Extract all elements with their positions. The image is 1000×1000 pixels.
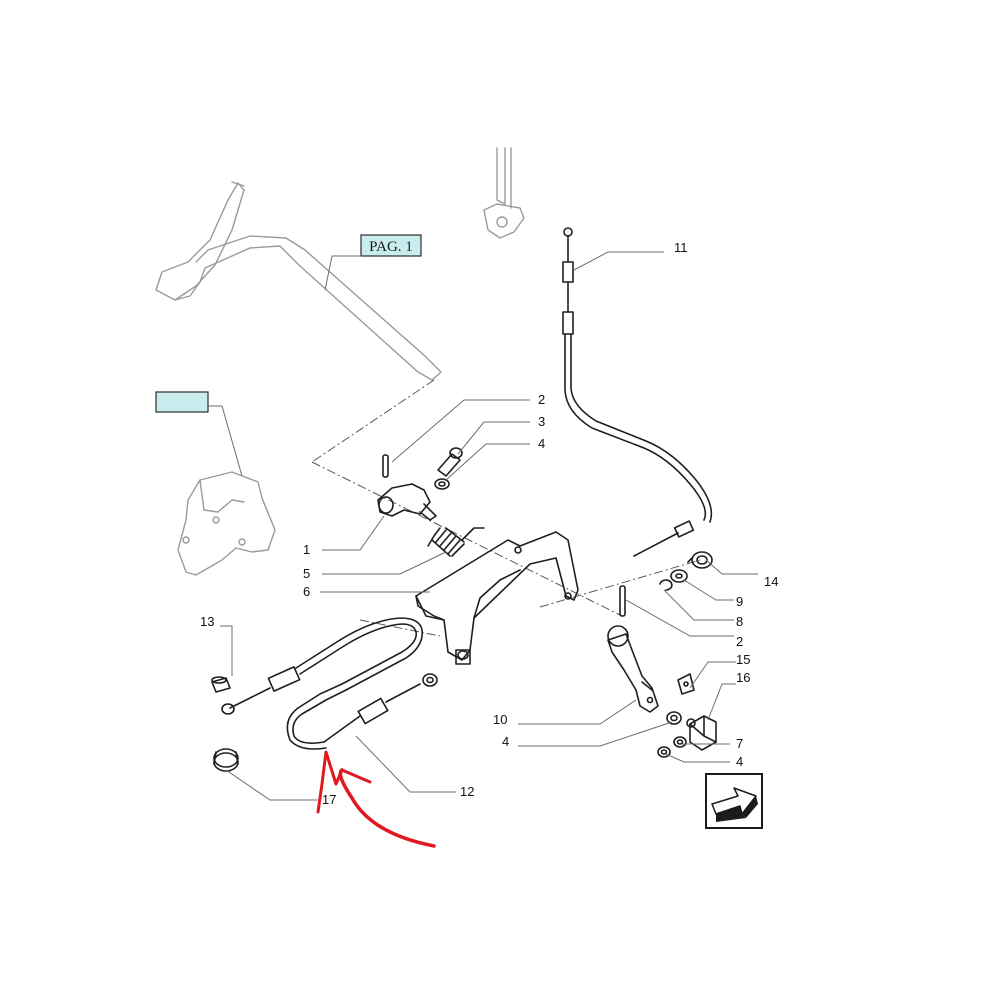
callout-10[interactable]: 10	[493, 712, 507, 727]
callout-4-middle[interactable]: 4	[502, 734, 509, 749]
part-2-pin-upper[interactable]	[382, 454, 389, 478]
page-ref-leader	[324, 255, 361, 291]
red-highlight-arrow	[316, 750, 436, 848]
part-2-pin-lower[interactable]	[619, 585, 626, 617]
part-10-lever[interactable]	[607, 625, 659, 713]
callout-5[interactable]: 5	[303, 566, 310, 581]
callout-4-lower[interactable]: 4	[736, 754, 743, 769]
part-5-spring[interactable]	[427, 527, 485, 557]
callout-12[interactable]: 12	[460, 784, 474, 799]
page-ref-tag[interactable]: PAG. 1	[360, 234, 422, 257]
part-4-nut-middle[interactable]	[666, 711, 682, 725]
part-3-bolt[interactable]	[437, 447, 463, 477]
context-lever-ghost	[483, 147, 525, 239]
part-1-lever[interactable]	[377, 483, 437, 521]
part-15-clip[interactable]	[677, 673, 695, 695]
part-13-sleeve[interactable]	[211, 676, 231, 693]
page-ref-label: PAG. 1	[369, 239, 413, 255]
callout-14[interactable]: 14	[764, 574, 778, 589]
part-7-washer[interactable]	[673, 736, 687, 748]
part-6-bracket[interactable]	[415, 531, 579, 665]
next-page-arrow-icon[interactable]	[705, 773, 763, 829]
callout-15[interactable]: 15	[736, 652, 750, 667]
part-4-nut-upper[interactable]	[434, 478, 450, 490]
callout-3[interactable]: 3	[538, 414, 545, 429]
callout-numbers: 11 2 3 4 1 5 6 14 9 8 2 15 16 10 4 7 4 1…	[200, 240, 778, 807]
part-17-hose-clamp[interactable]	[213, 748, 239, 772]
context-shaft-ghost	[155, 181, 442, 381]
part-9-washer[interactable]	[670, 569, 688, 583]
part-12-throttle-cable[interactable]	[221, 617, 438, 750]
callout-16[interactable]: 16	[736, 670, 750, 685]
assembly-lines	[311, 379, 701, 637]
callout-6[interactable]: 6	[303, 584, 310, 599]
blank-ref-tag[interactable]	[155, 391, 209, 413]
callout-2-upper[interactable]: 2	[538, 392, 545, 407]
blank-ref-leader	[208, 405, 243, 477]
part-16-swivel[interactable]	[686, 715, 717, 751]
part-11-control-cable[interactable]	[562, 227, 713, 557]
callout-2-lower[interactable]: 2	[736, 634, 743, 649]
callout-17[interactable]: 17	[322, 792, 336, 807]
part-4-nut-lower[interactable]	[657, 746, 671, 758]
context-bracket-ghost	[177, 471, 276, 576]
callout-8[interactable]: 8	[736, 614, 743, 629]
callout-11[interactable]: 11	[674, 240, 688, 255]
leader-lines	[220, 251, 758, 801]
part-8-clip[interactable]	[659, 579, 673, 591]
callout-9[interactable]: 9	[736, 594, 743, 609]
callout-13[interactable]: 13	[200, 614, 214, 629]
callout-7[interactable]: 7	[736, 736, 743, 751]
callout-1[interactable]: 1	[303, 542, 310, 557]
callout-4-upper[interactable]: 4	[538, 436, 545, 451]
part-14-bushing[interactable]	[687, 551, 713, 569]
